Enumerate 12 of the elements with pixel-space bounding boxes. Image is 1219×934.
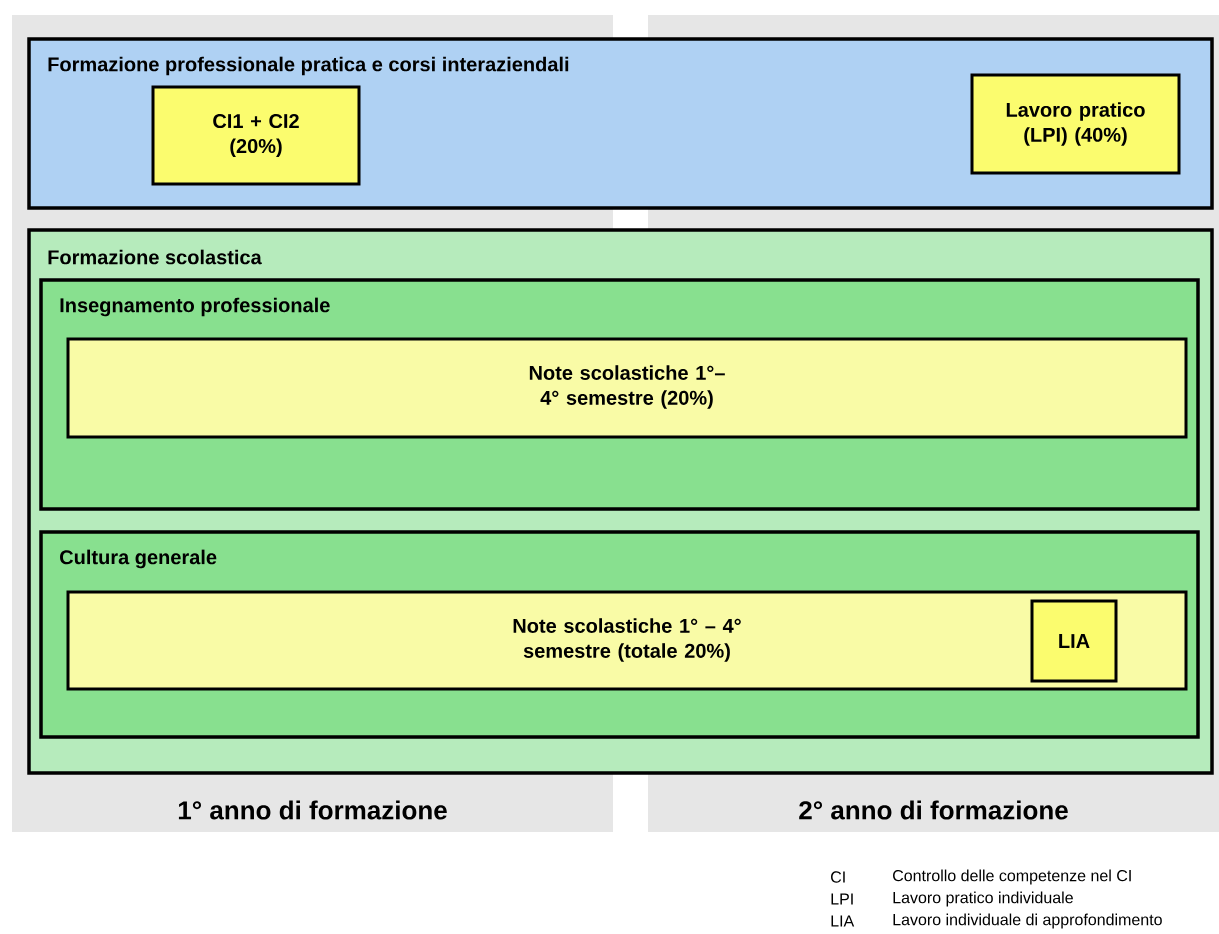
year-label: 2° anno di formazione	[799, 800, 1068, 820]
abbreviation-meaning: Controllo delle competenze nel CI	[893, 869, 1131, 885]
grade-box: Lavoro pratico (LPI) (40%)	[970, 73, 1181, 175]
abbreviation: LIA	[831, 915, 855, 927]
year-label: 1° anno di formazione	[178, 800, 447, 820]
grade-box: Note scolastiche 1°– 4° semestre (20%)	[66, 337, 1188, 439]
abbreviation: CI	[831, 871, 845, 883]
grade-box: LIA	[1030, 599, 1118, 683]
grade-box: CI1 + CI2 (20%)	[151, 85, 361, 186]
abbreviation-meaning: Lavoro pratico individuale	[893, 891, 1073, 907]
abbreviation-meaning: Lavoro individuale di approfondimento	[893, 913, 1162, 929]
abbreviation: LPI	[831, 893, 853, 905]
